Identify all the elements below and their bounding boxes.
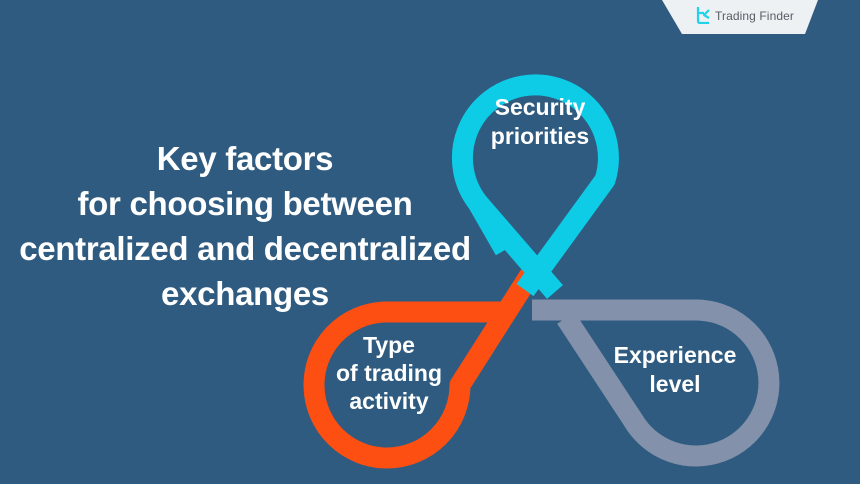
title-line: centralized and decentralized [19,230,471,267]
security-priorities-label: Security priorities [470,93,610,151]
title-line: Key factors [156,140,334,177]
label-line: of trading [335,360,443,386]
label-line: Type [363,332,415,358]
security-loop [451,74,619,297]
title-line: exchanges [161,275,329,312]
brand-name: Trading Finder [715,9,794,23]
label-line: level [649,371,701,397]
tf-logo-icon [696,7,710,24]
label-line: Experience [613,342,737,368]
security-loop-tail [470,196,563,299]
title-line: for choosing between [77,185,413,222]
trading-activity-label: Type of trading activity [330,331,448,415]
experience-loop [532,299,780,467]
label-line: activity [349,388,429,414]
label-line: Security [494,94,586,120]
brand-watermark: Trading Finder [662,0,818,34]
page-title: Key factors for choosing between central… [0,136,490,316]
label-line: priorities [490,123,590,149]
trading-activity-loop [303,269,539,469]
experience-level-label: Experience level [600,341,750,399]
brand-tab-shape [662,0,818,34]
